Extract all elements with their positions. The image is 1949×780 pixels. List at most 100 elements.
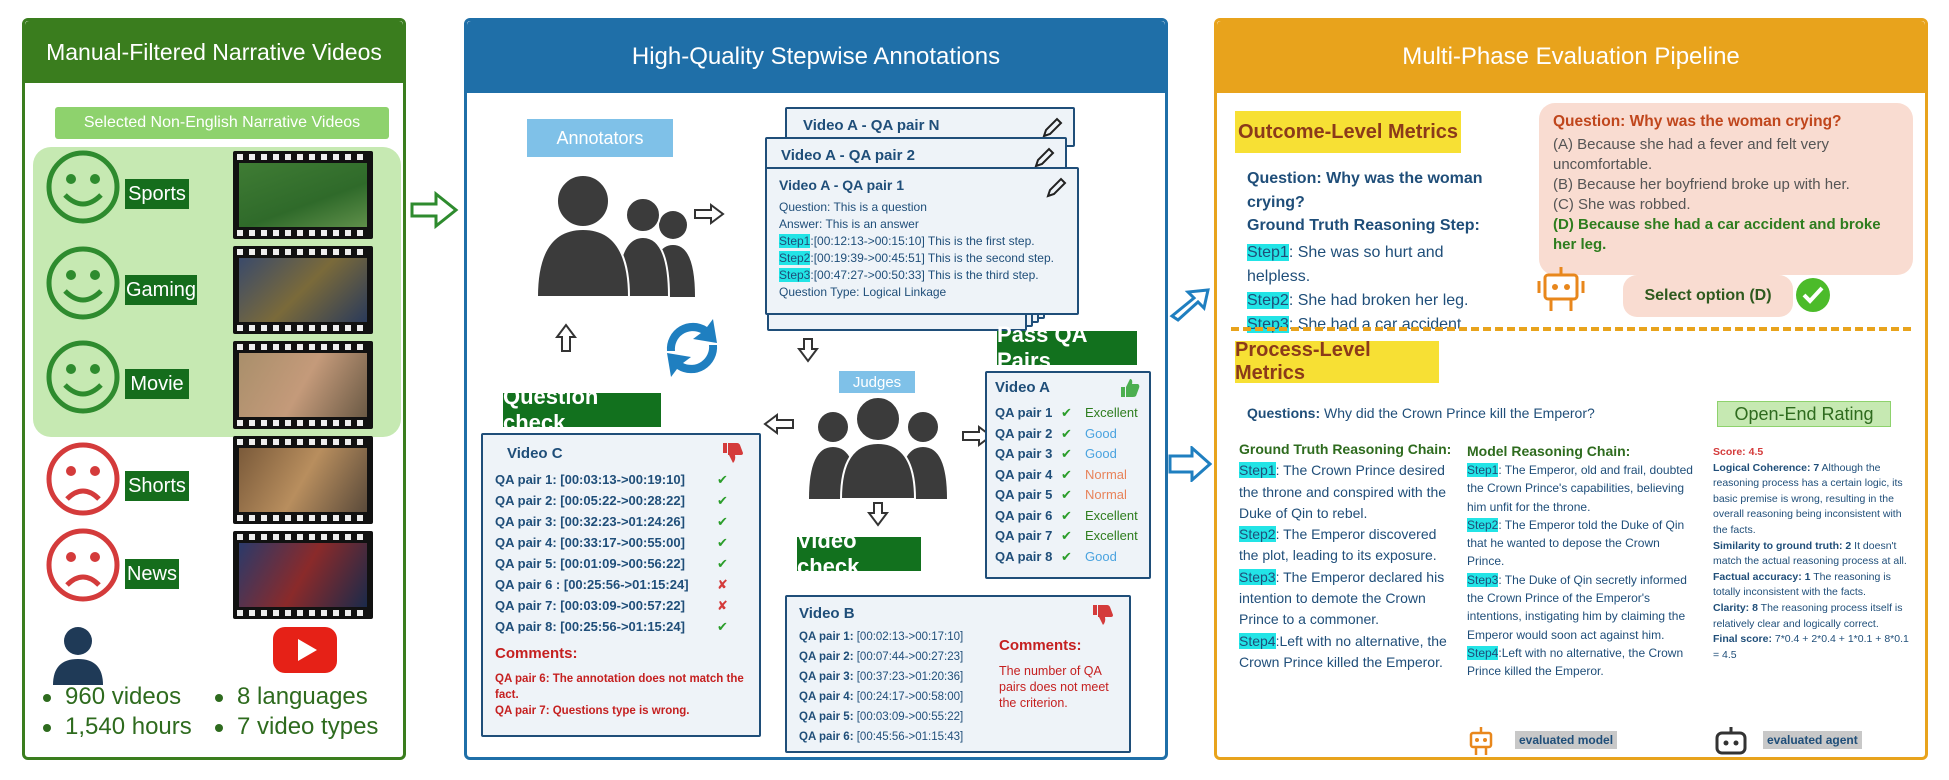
video-c-comments: QA pair 6: The annotation does not match… (495, 671, 745, 719)
qa-pair-label: QA pair 4: (799, 691, 854, 703)
video-b-title: Video B (799, 605, 855, 622)
rating-score: Score: 4.5 (1713, 445, 1913, 461)
step-tag: Step2 (1239, 526, 1276, 543)
smiley-face-icon (46, 246, 120, 320)
youtube-icon (273, 627, 337, 673)
step-text: : The Emperor declared his intention to … (1239, 568, 1445, 628)
stat-videos: 960 videos (43, 683, 181, 711)
pencil-hand-icon (1034, 147, 1055, 168)
check-icon: ✔ (1061, 405, 1072, 420)
qa-pair-row: QA pair 5✔Normal (995, 485, 1147, 506)
qa-pair-row: QA pair 4: [00:24:17->00:58:00] (799, 687, 999, 707)
pass-qa-pairs-label: Pass QA Pairs (997, 322, 1137, 373)
gt-chain-step: Step4:Left with no alternative, the Crow… (1239, 631, 1459, 674)
rating-items: Logical Coherence: 7 Although the reason… (1713, 461, 1913, 664)
judges-group-icon (809, 396, 947, 499)
qa-pair-text: QA pair 5: [00:01:09->00:56:22] (495, 556, 685, 571)
check-circle-icon (1796, 278, 1830, 312)
qa-card-main: Video A - QA pair 1 Question: This is a … (765, 167, 1079, 315)
video-b-comment: The number of QA pairs does not meet the… (999, 664, 1109, 710)
qa-pair-label: QA pair 1: (799, 631, 854, 643)
check-icon: ✔ (717, 619, 728, 634)
mc-option: (B) Because her boyfriend broke up with … (1553, 176, 1850, 193)
gt-chain-step: Step1: The Crown Prince desired the thro… (1239, 460, 1459, 524)
check-icon: ✔ (1061, 507, 1072, 523)
rating-value: The reasoning process itself is relative… (1713, 601, 1903, 630)
model-chain: Model Reasoning Chain: Step1: The Empero… (1467, 441, 1697, 681)
rating-value: 7*0.4 + 2*0.4 + 1*0.1 + 8*0.1 = 4.5 (1713, 633, 1909, 661)
qa-question: Question: This is a question (779, 200, 927, 214)
step-tag: Step2 (1467, 517, 1499, 532)
step-text: : The Duke of Qin secretly informed the … (1467, 572, 1687, 642)
thumbs-up-icon (1121, 379, 1140, 397)
score-label: Score: (1713, 446, 1746, 458)
evaluated-model-label: evaluated model (1515, 731, 1618, 749)
category-gaming: Gaming (125, 275, 197, 305)
video-thumbnail-news (233, 531, 373, 619)
arrow-right-icon (1168, 446, 1212, 482)
video-thumbnail-gaming (233, 246, 373, 334)
score-value: 4.5 (1745, 446, 1764, 458)
qa-pair-row: QA pair 8: [00:25:56->01:15:24] ✔ (495, 616, 755, 637)
rating-item: Logical Coherence: 7 Although the reason… (1713, 461, 1913, 539)
qa-card-stacked-title: Video A - QA pair N (803, 117, 940, 134)
qa-pair-text: QA pair 1: [00:03:13->00:19:10] (495, 472, 685, 487)
rating-item: Final score: 7*0.4 + 2*0.4 + 1*0.1 + 8*0… (1713, 632, 1913, 663)
pencil-hand-icon (1042, 117, 1063, 138)
qa-pair-row: QA pair 2: [00:05:22->00:28:22]✔ (495, 490, 755, 511)
qa-pair-label: QA pair 2: (799, 651, 854, 663)
qa-pair-time: [00:24:17->00:58:00] (856, 691, 964, 703)
check-icon: ✔ (717, 556, 728, 571)
rating-item: Factual accuracy: 1 The reasoning is tot… (1713, 570, 1913, 601)
check-icon: ✔ (717, 493, 728, 508)
refresh-cycle-icon (666, 319, 718, 377)
panel-title: High-Quality Stepwise Annotations (467, 21, 1165, 93)
sad-face-icon (46, 528, 120, 602)
qa-pair-text: QA pair 8: [00:25:56->01:15:24] (495, 619, 685, 634)
video-b-card: Video B QA pair 1: [00:02:13->00:17:10]Q… (785, 595, 1131, 753)
step-text: : The Emperor discovered the plot, leadi… (1239, 526, 1437, 564)
step-text: : The Crown Prince desired the throne an… (1239, 462, 1447, 521)
qa-pair-row: QA pair 1: [00:02:13->00:17:10] (799, 627, 999, 647)
process-question-label: Questions: (1247, 405, 1321, 421)
qa-pair-row: QA pair 5: [00:03:09->00:55:22] (799, 707, 999, 727)
qa-pair-label: QA pair 8 (995, 548, 1053, 564)
qa-card-body: Question: This is a question Answer: Thi… (779, 199, 1075, 301)
qa-pair-time: [00:07:44->00:27:23] (856, 651, 964, 663)
check-icon: ✔ (1061, 466, 1072, 482)
video-c-comments-label: Comments: (495, 645, 578, 662)
outcome-question: Question: Why was the woman crying? (1247, 170, 1483, 211)
qa-pair-text: QA pair 3: [00:32:23->01:24:26] (495, 514, 685, 529)
panel-video-collection: Manual-Filtered Narrative Videos Selecte… (22, 18, 406, 760)
annotators-label: Annotators (527, 119, 673, 157)
rating-item: Similarity to ground truth: 2 It doesn't… (1713, 539, 1913, 570)
gt-chain-step: Step3: The Emperor declared his intentio… (1239, 567, 1459, 631)
open-end-rating-details: Score: 4.5 Logical Coherence: 7 Although… (1713, 445, 1913, 663)
video-b-rows: QA pair 1: [00:02:13->00:17:10]QA pair 2… (799, 627, 999, 747)
thumbs-down-icon (723, 443, 743, 463)
qa-pair-rating: Excellent (1085, 405, 1138, 420)
category-news: News (125, 559, 179, 589)
qa-pair-label: QA pair 3: (799, 671, 854, 683)
arrow-down-icon (797, 338, 819, 363)
gt-step: Step2: She had broken her leg. (1247, 289, 1507, 313)
qa-pair-rating: Excellent (1085, 507, 1138, 523)
rating-value: Although the reasoning process has a cer… (1713, 461, 1903, 536)
qa-pair-label: QA pair 1 (995, 405, 1053, 420)
step-tag: Step4 (1239, 632, 1276, 649)
model-chain-label: Model Reasoning Chain: (1467, 443, 1631, 459)
model-chain-step: Step1: The Emperor, old and frail, doubt… (1467, 461, 1697, 516)
video-c-rows: QA pair 1: [00:03:13->00:19:10]✔QA pair … (495, 469, 755, 637)
step-tag: Step1 (779, 234, 811, 248)
arrow-right-icon (694, 203, 725, 225)
check-icon: ✔ (717, 514, 728, 529)
qa-pair-row: QA pair 5: [00:01:09->00:56:22] ✔ (495, 553, 755, 574)
panel-title: Manual-Filtered Narrative Videos (25, 21, 403, 83)
gt-step: Step1: She was so hurt and helpless. (1247, 241, 1507, 289)
qa-pair-row: QA pair 2: [00:07:44->00:27:23] (799, 647, 999, 667)
step-tag: Step1 (1239, 462, 1276, 479)
rating-item: Clarity: 8 The reasoning process itself … (1713, 601, 1913, 632)
step-text: : She had broken her leg. (1288, 292, 1469, 309)
qa-pair-row: QA pair 6 : [00:25:56->01:15:24]✘ (495, 574, 755, 595)
qa-pair-time: [00:37:23->01:20:36] (856, 671, 964, 683)
